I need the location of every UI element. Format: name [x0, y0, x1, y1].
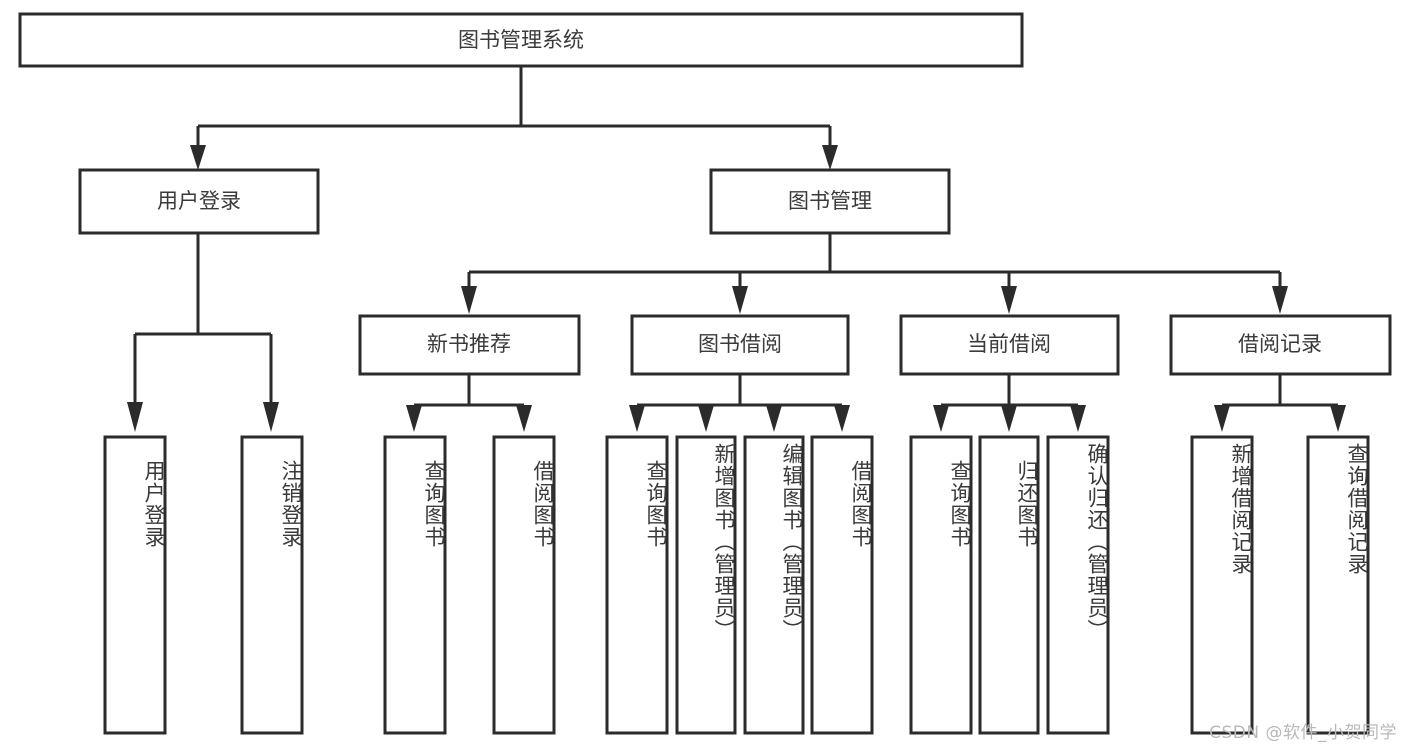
leaf-add-book-label: 新增图书（管理员）	[712, 443, 736, 641]
arrow-head-icon	[1214, 405, 1230, 432]
arrow-head-icon	[629, 405, 645, 432]
node-root-label: 图书管理系统	[458, 28, 584, 52]
leaf-borrow-book-1-box[interactable]	[492, 435, 556, 735]
arrow-head-icon	[516, 405, 532, 432]
arrow-head-icon	[822, 145, 838, 170]
node-borrow-record-label: 借阅记录	[1238, 332, 1322, 356]
leaf-return-book-box[interactable]	[978, 435, 1040, 735]
leaf-logout-login-box[interactable]	[240, 435, 304, 735]
leaf-add-record-label: 新增借阅记录	[1229, 443, 1253, 575]
node-borrow-record-box[interactable]	[1169, 314, 1392, 376]
leaf-add-book-box[interactable]	[675, 435, 737, 735]
leaf-query-book-2-box[interactable]	[605, 435, 669, 735]
leaf-edit-book-box[interactable]	[743, 435, 805, 735]
leaf-confirm-return-box[interactable]	[1046, 435, 1110, 735]
leaf-borrow-book-1-label: 借阅图书	[531, 460, 555, 548]
arrow-head-icon	[1001, 405, 1017, 432]
node-new-book-recommend-box[interactable]	[358, 314, 581, 376]
connector-group-root	[190, 66, 838, 170]
leaf-return-book-label: 归还图书	[1015, 460, 1039, 548]
leaf-edit-book-label: 编辑图书（管理员）	[780, 443, 804, 641]
arrow-head-icon	[834, 405, 850, 432]
node-current-borrow[interactable]: 当前借阅	[899, 314, 1120, 376]
leaf-add-record-box[interactable]	[1190, 435, 1254, 735]
leaf-query-book-3-label: 查询图书	[948, 460, 972, 548]
node-borrow-record[interactable]: 借阅记录	[1169, 314, 1392, 376]
node-book-management[interactable]: 图书管理	[709, 168, 951, 235]
connector-group-borrow-record	[1214, 374, 1346, 432]
arrow-head-icon	[1330, 405, 1346, 432]
node-book-borrow[interactable]: 图书借阅	[630, 314, 850, 376]
node-user-login[interactable]: 用户登录	[78, 168, 320, 235]
arrow-head-icon	[933, 405, 949, 432]
leaf-query-record-label: 查询借阅记录	[1345, 443, 1369, 575]
leaf-query-book-2-label: 查询图书	[644, 460, 668, 548]
node-book-borrow-label: 图书借阅	[698, 332, 782, 356]
connector-group-current-borrow	[933, 374, 1086, 432]
leaf-confirm-return-label: 确认归还（管理员）	[1085, 443, 1109, 641]
leaf-borrow-book-2-label: 借阅图书	[849, 460, 873, 548]
leaf-borrow-book-2-box[interactable]	[810, 435, 874, 735]
leaf-query-book-1-box[interactable]	[383, 435, 447, 735]
node-book-management-label: 图书管理	[788, 189, 872, 213]
leaf-user-login-box[interactable]	[103, 435, 167, 735]
node-user-login-box[interactable]	[78, 168, 320, 235]
arrow-head-icon	[766, 405, 782, 432]
node-root[interactable]: 图书管理系统	[18, 12, 1024, 68]
arrow-head-icon	[1001, 286, 1017, 314]
leaf-query-book-1-label: 查询图书	[422, 460, 446, 548]
arrow-head-icon	[1070, 405, 1086, 432]
node-new-book-recommend[interactable]: 新书推荐	[358, 314, 581, 376]
arrow-head-icon	[1272, 286, 1288, 314]
leaf-logout-login-label: 注销登录	[279, 460, 303, 548]
arrow-head-icon	[190, 145, 206, 170]
node-root-box[interactable]	[18, 12, 1024, 68]
arrow-head-icon	[461, 286, 477, 314]
arrow-head-icon	[263, 402, 279, 432]
leaf-query-book-3-box[interactable]	[909, 435, 973, 735]
connector-group-book-management	[461, 233, 1288, 314]
leaf-query-record-box[interactable]	[1306, 435, 1370, 735]
node-book-management-box[interactable]	[709, 168, 951, 235]
node-current-borrow-label: 当前借阅	[967, 332, 1051, 356]
arrow-head-icon	[698, 405, 714, 432]
connector-group-new-book-recommend	[406, 374, 532, 432]
leaf-node-group	[103, 435, 1370, 735]
connector-group-user-login	[127, 233, 279, 432]
leaf-user-login-label: 用户登录	[142, 460, 166, 548]
arrow-head-icon	[406, 405, 422, 432]
connector-group-book-borrow	[629, 374, 850, 432]
node-current-borrow-box[interactable]	[899, 314, 1120, 376]
node-user-login-label: 用户登录	[157, 189, 241, 213]
node-new-book-recommend-label: 新书推荐	[427, 332, 511, 356]
arrow-head-icon	[127, 402, 143, 432]
node-book-borrow-box[interactable]	[630, 314, 850, 376]
watermark-label: CSDN @软件_小贺同学	[1209, 723, 1397, 743]
arrow-head-icon	[732, 286, 748, 314]
